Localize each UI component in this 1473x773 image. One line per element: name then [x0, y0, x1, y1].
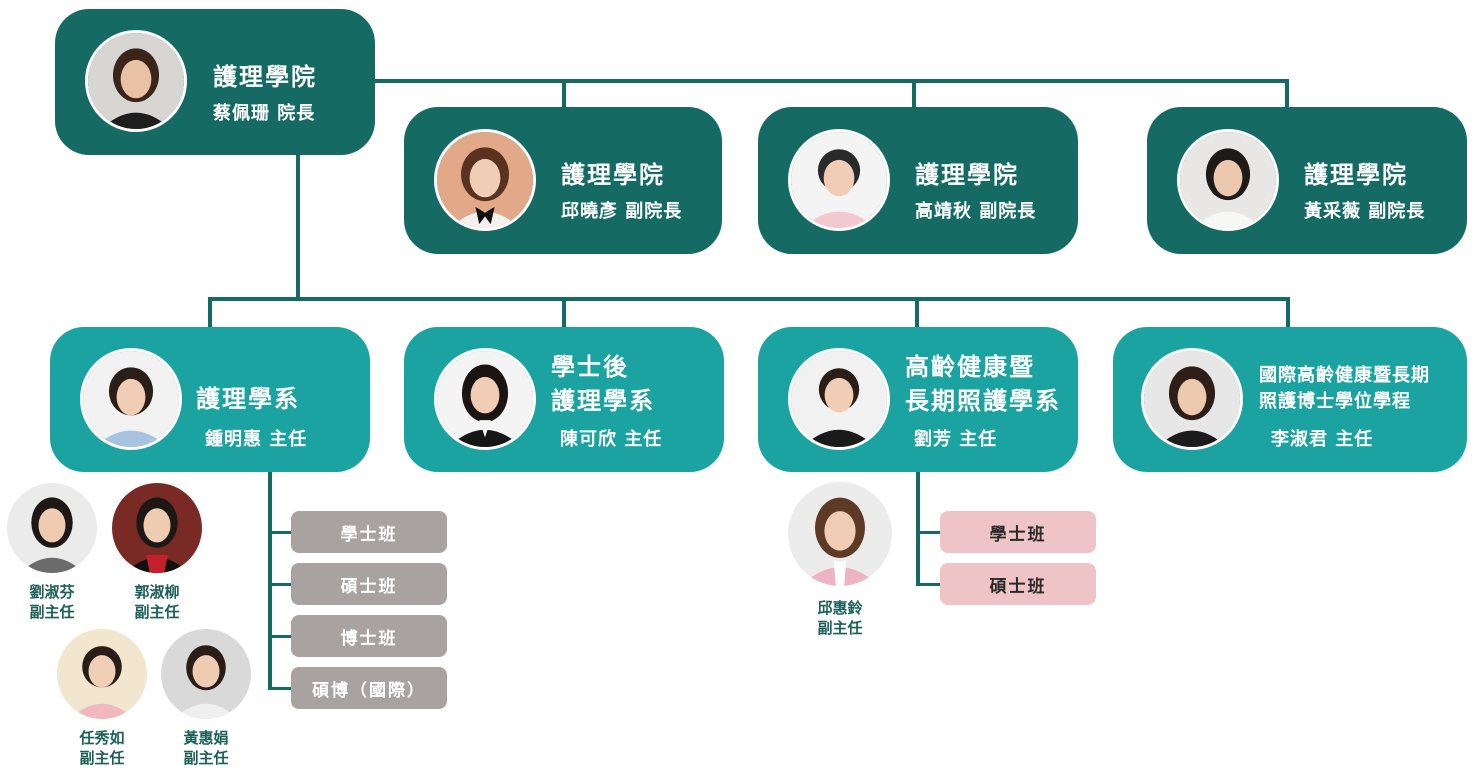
connector-dean-to-vice-horizontal [375, 79, 1289, 83]
connector-vice-drop-1 [562, 79, 566, 109]
nursing-deputy-role-3: 副主任 [79, 749, 125, 767]
dean-title: 護理學院 [213, 62, 317, 91]
department-title-post-bacc-2: 護理學系 [551, 386, 655, 415]
nursing-deputy-role-4: 副主任 [183, 749, 229, 767]
department-title-ltc-2: 長期照護學系 [905, 386, 1061, 415]
nursing-deputy-name-3-text: 任秀如 [79, 729, 125, 747]
nursing-deputy-name-2: 郭淑柳 副主任 [125, 582, 189, 622]
connector-nursing-prog-2 [268, 583, 292, 586]
ltc-deputy-name-text: 邱惠鈴 [817, 599, 863, 617]
nursing-program-doctoral: 博士班 [291, 615, 447, 657]
vice-dean-box-2: 護理學院 高靖秋 副院長 [758, 107, 1078, 254]
department-box-ltc: 高齡健康暨 長期照護學系 劉芳 主任 [758, 327, 1078, 472]
ltc-deputy-name: 邱惠鈴 副主任 [808, 598, 872, 638]
connector-dept-drop-1 [208, 297, 212, 329]
vice-dean-photo-2 [788, 129, 890, 231]
vice-dean-photo-3 [1177, 129, 1279, 231]
department-title-phd-program-1: 國際高齡健康暨長期 [1259, 365, 1430, 386]
department-box-phd-program: 國際高齡健康暨長期 照護博士學位學程 李淑君 主任 [1113, 327, 1467, 472]
vice-dean-person-1: 邱曉彥 副院長 [561, 201, 683, 222]
connector-ltc-prog-1 [916, 531, 940, 534]
department-photo-nursing [80, 348, 182, 450]
connector-nursing-prog-3 [268, 635, 292, 638]
connector-nursing-prog-4 [268, 687, 292, 690]
department-box-post-bacc: 學士後 護理學系 陳可欣 主任 [404, 327, 724, 472]
department-person-phd-program: 李淑君 主任 [1271, 429, 1374, 450]
vice-dean-person-3: 黃采薇 副院長 [1304, 201, 1426, 222]
connector-dept-drop-3 [915, 297, 919, 329]
department-photo-post-bacc [434, 348, 536, 450]
connector-vice-drop-3 [1285, 79, 1289, 109]
vice-dean-title-1: 護理學院 [561, 160, 665, 189]
nursing-deputy-role-1: 副主任 [29, 603, 75, 621]
nursing-deputy-name-3: 任秀如 副主任 [70, 728, 134, 768]
nursing-deputy-photo-2 [112, 483, 202, 573]
ltc-deputy-photo [788, 482, 892, 586]
nursing-deputy-photo-1 [7, 483, 97, 573]
connector-vice-drop-2 [912, 79, 916, 109]
vice-dean-photo-1 [434, 129, 536, 231]
department-photo-phd-program [1141, 348, 1243, 450]
nursing-deputy-name-4-text: 黃惠娟 [183, 729, 229, 747]
department-title-phd-program-2: 照護博士學位學程 [1259, 391, 1411, 412]
ltc-program-master: 碩士班 [940, 563, 1096, 605]
connector-dean-vertical [296, 150, 300, 300]
vice-dean-title-2: 護理學院 [915, 160, 1019, 189]
department-person-ltc: 劉芳 主任 [914, 429, 998, 450]
nursing-deputy-name-1: 劉淑芬 副主任 [20, 582, 84, 622]
connector-ltc-prog-2 [916, 583, 940, 586]
vice-dean-person-2: 高靖秋 副院長 [915, 201, 1037, 222]
dean-box: 護理學院 蔡佩珊 院長 [55, 9, 375, 155]
department-box-nursing: 護理學系 鍾明惠 主任 [50, 327, 370, 472]
department-photo-ltc [788, 348, 890, 450]
connector-nursing-prog-1 [268, 531, 292, 534]
connector-ltc-programs-vertical [916, 468, 920, 586]
connector-dept-drop-2 [562, 297, 566, 329]
connector-dept-drop-4 [1286, 297, 1290, 329]
nursing-deputy-name-2-text: 郭淑柳 [134, 583, 180, 601]
connector-nursing-programs-vertical [268, 468, 272, 690]
ltc-deputy-role: 副主任 [817, 619, 863, 637]
nursing-program-bachelor: 學士班 [291, 511, 447, 553]
nursing-deputy-photo-3 [57, 629, 147, 719]
vice-dean-title-3: 護理學院 [1304, 160, 1408, 189]
nursing-deputy-photo-4 [161, 629, 251, 719]
department-person-post-bacc: 陳可欣 主任 [560, 429, 663, 450]
department-title-post-bacc-1: 學士後 [551, 352, 629, 381]
nursing-deputy-role-2: 副主任 [134, 603, 180, 621]
department-person-nursing: 鍾明惠 主任 [205, 429, 308, 450]
department-title-nursing-1: 護理學系 [196, 384, 300, 413]
nursing-deputy-name-1-text: 劉淑芬 [29, 583, 75, 601]
nursing-deputy-name-4: 黃惠娟 副主任 [174, 728, 238, 768]
nursing-program-intl-master-doctoral: 碩博（國際） [291, 667, 447, 709]
dean-photo [85, 30, 187, 132]
vice-dean-box-1: 護理學院 邱曉彥 副院長 [404, 107, 722, 254]
vice-dean-box-3: 護理學院 黃采薇 副院長 [1147, 107, 1467, 254]
connector-dept-horizontal [208, 297, 1290, 301]
department-title-ltc-1: 高齡健康暨 [905, 352, 1035, 381]
dean-person: 蔡佩珊 院長 [213, 103, 316, 124]
nursing-program-master: 碩士班 [291, 563, 447, 605]
ltc-program-bachelor: 學士班 [940, 511, 1096, 553]
